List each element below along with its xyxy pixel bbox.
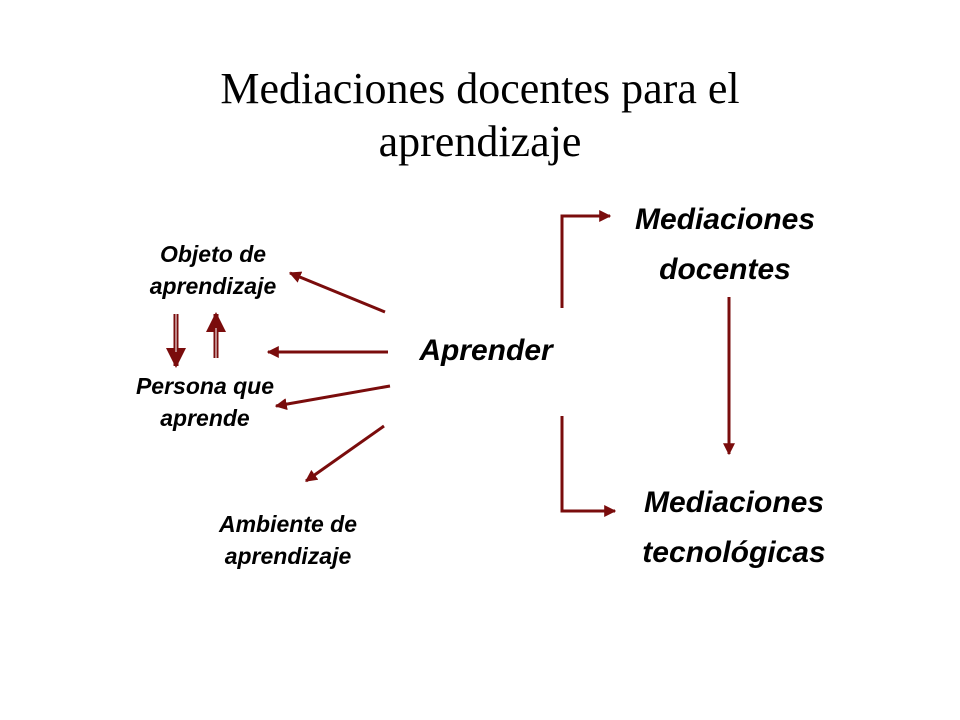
arrow-to-objeto [288, 271, 386, 314]
slide-title: Mediaciones docentes para el aprendizaje [0, 62, 960, 168]
arrow-to-docentes [560, 210, 612, 308]
title-line-1: Mediaciones docentes para el [220, 64, 740, 113]
title-line-2: aprendizaje [378, 117, 582, 166]
node-persona: Persona que aprende [135, 373, 275, 431]
arrow-to-tecnologicas [560, 416, 617, 517]
node-mediaciones-tecnologicas: Mediaciones tecnológicas [642, 486, 826, 569]
arrow-to-ambiente [305, 424, 385, 483]
node-aprender: Aprender [419, 334, 553, 367]
node-ambiente: Ambiente de aprendizaje [218, 511, 358, 569]
node-objeto: Objeto de aprendizaje [149, 241, 277, 299]
arrow-to-persona-diagonal [274, 384, 391, 411]
node-mediaciones-docentes: Mediaciones docentes [634, 203, 816, 286]
